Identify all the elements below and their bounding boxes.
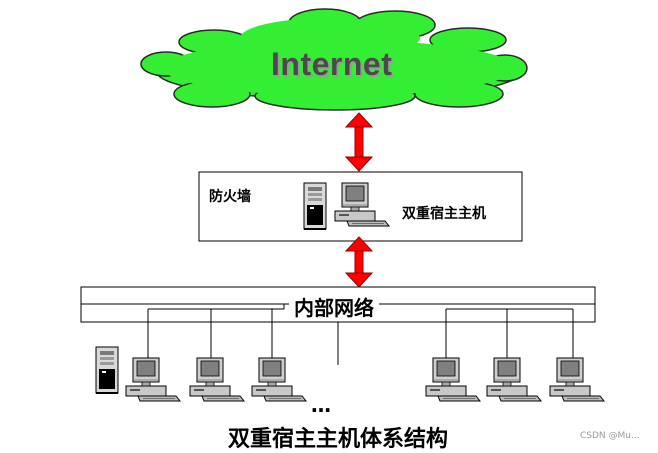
server-tower-icon bbox=[95, 346, 119, 394]
dual-homed-host-label: 双重宿主主机 bbox=[402, 206, 486, 222]
lan-drop-lines bbox=[147, 304, 574, 365]
watermark: CSDN @Mu... bbox=[580, 431, 640, 441]
workstation-icon bbox=[425, 357, 481, 402]
workstation-icon bbox=[251, 357, 307, 402]
server-tower-icon bbox=[303, 182, 327, 230]
diagram-caption: 双重宿主主机体系结构 bbox=[228, 427, 449, 452]
firewall-label: 防火墙 bbox=[209, 189, 251, 205]
double-arrow-icon bbox=[344, 236, 374, 288]
more-hosts-ellipsis: … bbox=[311, 393, 331, 417]
workstation-icon bbox=[189, 357, 245, 402]
internet-label: Internet bbox=[271, 46, 393, 82]
double-arrow-icon bbox=[344, 112, 374, 172]
workstation-icon bbox=[486, 357, 542, 402]
internal-network-label: 内部网络 bbox=[289, 292, 379, 321]
workstation-icon bbox=[549, 357, 605, 402]
workstation-icon bbox=[125, 357, 181, 402]
